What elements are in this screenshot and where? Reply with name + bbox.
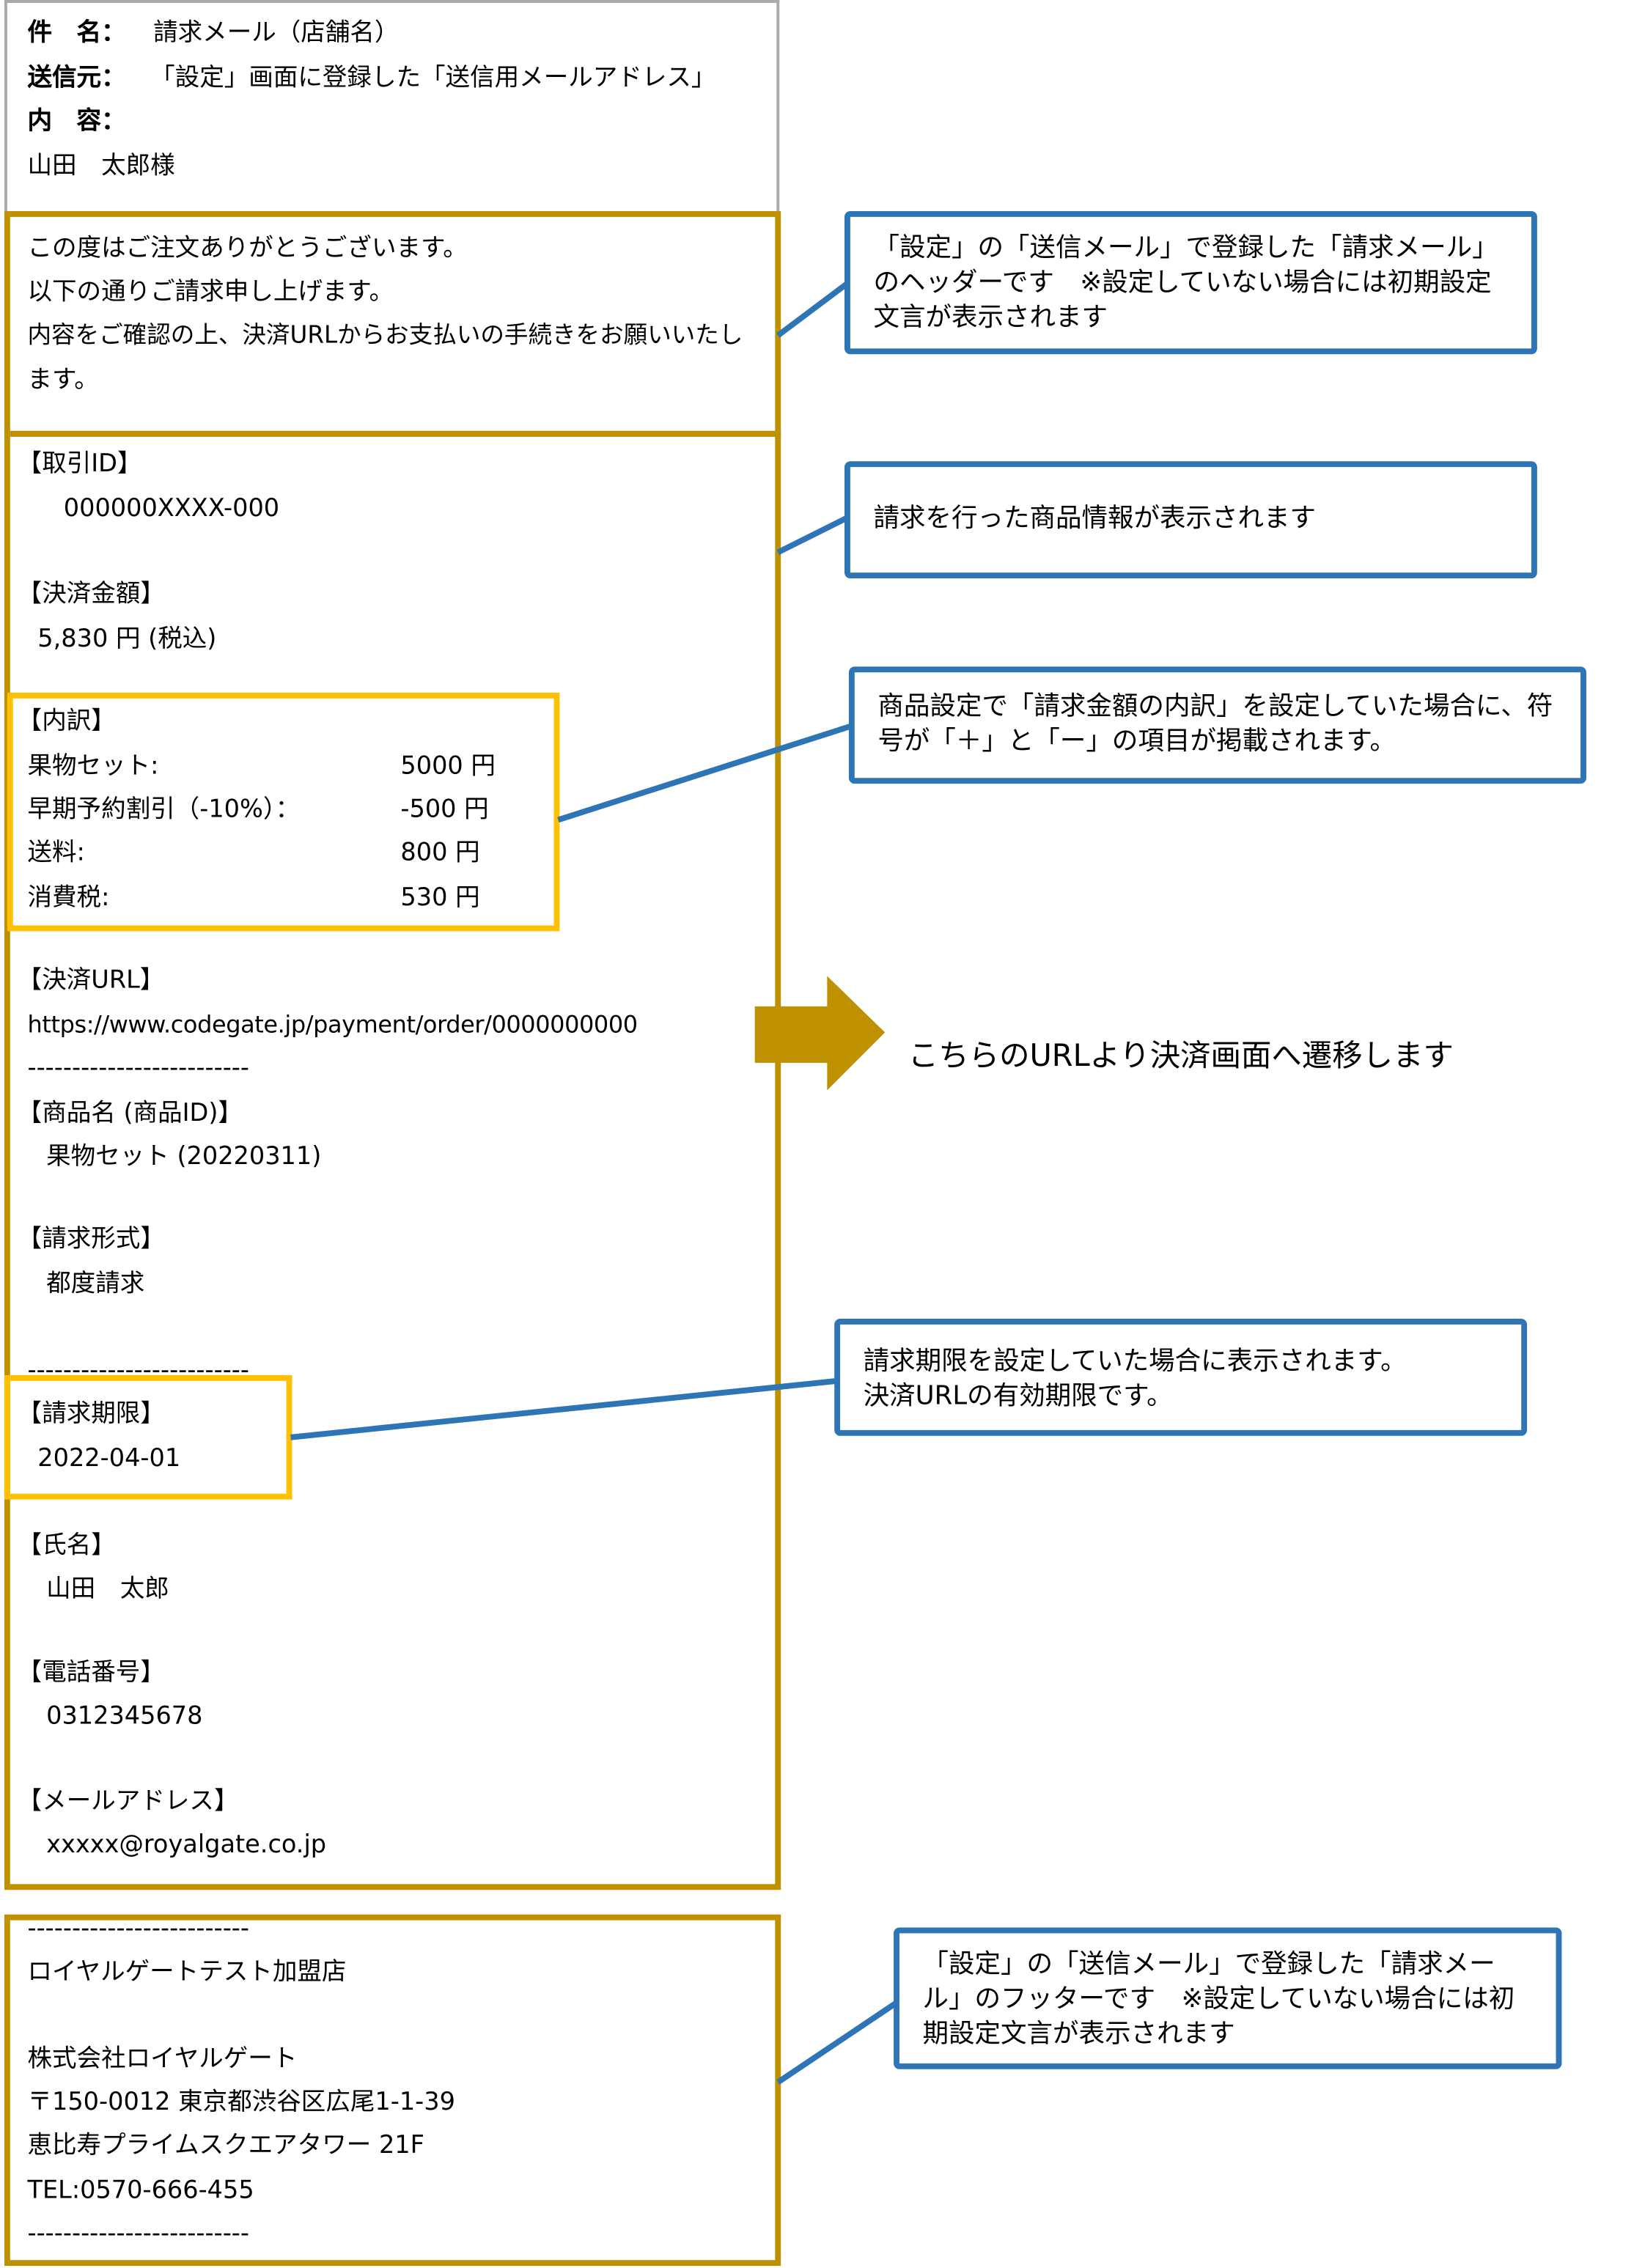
greeting-line: 以下の通りご請求申し上げます。 (27, 277, 394, 307)
footer-line: 恵比寿プライムスクエアタワー 21F (27, 2131, 424, 2161)
due-label: 【請求期限】 (17, 1399, 165, 1429)
amount: 5,830 円 (税込) (37, 625, 217, 654)
footer-line: ロイヤルゲートテスト加盟店 (27, 1957, 347, 1987)
name-label: 【氏名】 (17, 1531, 116, 1561)
billing-type-label: 【請求形式】 (17, 1224, 165, 1254)
payment-url[interactable]: https://www.codegate.jp/payment/order/00… (27, 1010, 638, 1039)
due-date-highlight (4, 1374, 292, 1500)
subject-label: 件 名： (27, 18, 126, 48)
connector-line (776, 2000, 899, 2085)
connector-line (776, 515, 849, 556)
breakdown-label: 【内訳】 (17, 707, 116, 737)
connector-line (290, 1377, 838, 1440)
body-section-box (4, 430, 781, 1890)
amount-label: 【決済金額】 (17, 580, 165, 609)
breakdown-item-value: -500 円 (400, 795, 489, 825)
from: 「設定」画面に登録した「送信用メールアドレス」 (150, 63, 716, 93)
footer-line: TEL:0570-666-455 (27, 2176, 254, 2206)
breakdown-callout: 商品設定で「請求金額の内訳」を設定していた場合に、符号が「＋」と「ー」の項目が掲… (848, 666, 1586, 784)
greeting-line: ます。 (27, 366, 99, 395)
breakdown-item-value: 800 円 (400, 839, 480, 868)
content-label: 内 容： (27, 106, 126, 136)
divider: ------------------------- (27, 1914, 249, 1944)
phone-label: 【電話番号】 (17, 1658, 165, 1688)
txid: 000000XXXX-000 (63, 494, 280, 524)
url-callout-text: こちらのURLより決済画面へ遷移します (908, 1038, 1454, 1073)
breakdown-item-value: 5000 円 (400, 751, 496, 781)
breakdown-highlight (7, 692, 560, 932)
arrow-right-icon (754, 976, 886, 1091)
footer-section-box (4, 1914, 781, 2267)
divider: ------------------------- (27, 1054, 249, 1083)
footer-callout: 「設定」の「送信メール」で登録した「請求メール」のフッターです ※設定していない… (894, 1927, 1562, 2069)
footer-line: 〒150-0012 東京都渋谷区広尾1-1-39 (27, 2088, 455, 2117)
greeting-line: この度はご注文ありがとうございます。 (27, 234, 468, 264)
breakdown-item-name: 送料: (27, 839, 85, 868)
due-callout: 請求期限を設定していた場合に表示されます。 決済URLの有効期限です。 (834, 1319, 1528, 1436)
connector-line (776, 281, 850, 338)
txid-label: 【取引ID】 (17, 449, 142, 479)
product: 果物セット (20220311) (46, 1142, 322, 1171)
email: xxxxx@royalgate.co.jp (46, 1830, 327, 1860)
breakdown-item-name: 早期予約割引（-10%）： (27, 795, 301, 825)
divider: ------------------------- (27, 2219, 249, 2249)
header-callout: 「設定」の「送信メール」で登録した「請求メール」のヘッダーです ※設定していない… (844, 210, 1537, 355)
footer-line: 株式会社ロイヤルゲート (27, 2044, 298, 2074)
breakdown-item-name: 果物セット: (27, 751, 159, 781)
email-meta-box (4, 0, 780, 214)
url-label: 【決済URL】 (17, 965, 165, 995)
phone: 0312345678 (46, 1701, 203, 1731)
email-label: 【メールアドレス】 (17, 1787, 239, 1816)
from-label: 送信元： (27, 63, 126, 93)
breakdown-item-name: 消費税: (27, 883, 110, 913)
due-date: 2022-04-01 (37, 1444, 181, 1474)
subject: 請求メール（店舗名） (153, 18, 400, 48)
addressee: 山田 太郎様 (27, 152, 175, 181)
customer-name: 山田 太郎 (46, 1575, 169, 1604)
due-callout-line: 請求期限を設定していた場合に表示されます。 (863, 1346, 1407, 1377)
breakdown-item-value: 530 円 (400, 883, 480, 913)
due-callout-line: 決済URLの有効期限です。 (863, 1380, 1173, 1412)
greeting-line: 内容をご確認の上、決済URLからお支払いの手続きをお願いいたし (27, 320, 743, 349)
connector-line (557, 723, 853, 823)
billing-type: 都度請求 (46, 1269, 145, 1299)
product-callout: 請求を行った商品情報が表示されます (844, 461, 1537, 579)
product-label: 【商品名 (商品ID)】 (17, 1099, 243, 1128)
divider: ------------------------- (27, 1356, 249, 1385)
